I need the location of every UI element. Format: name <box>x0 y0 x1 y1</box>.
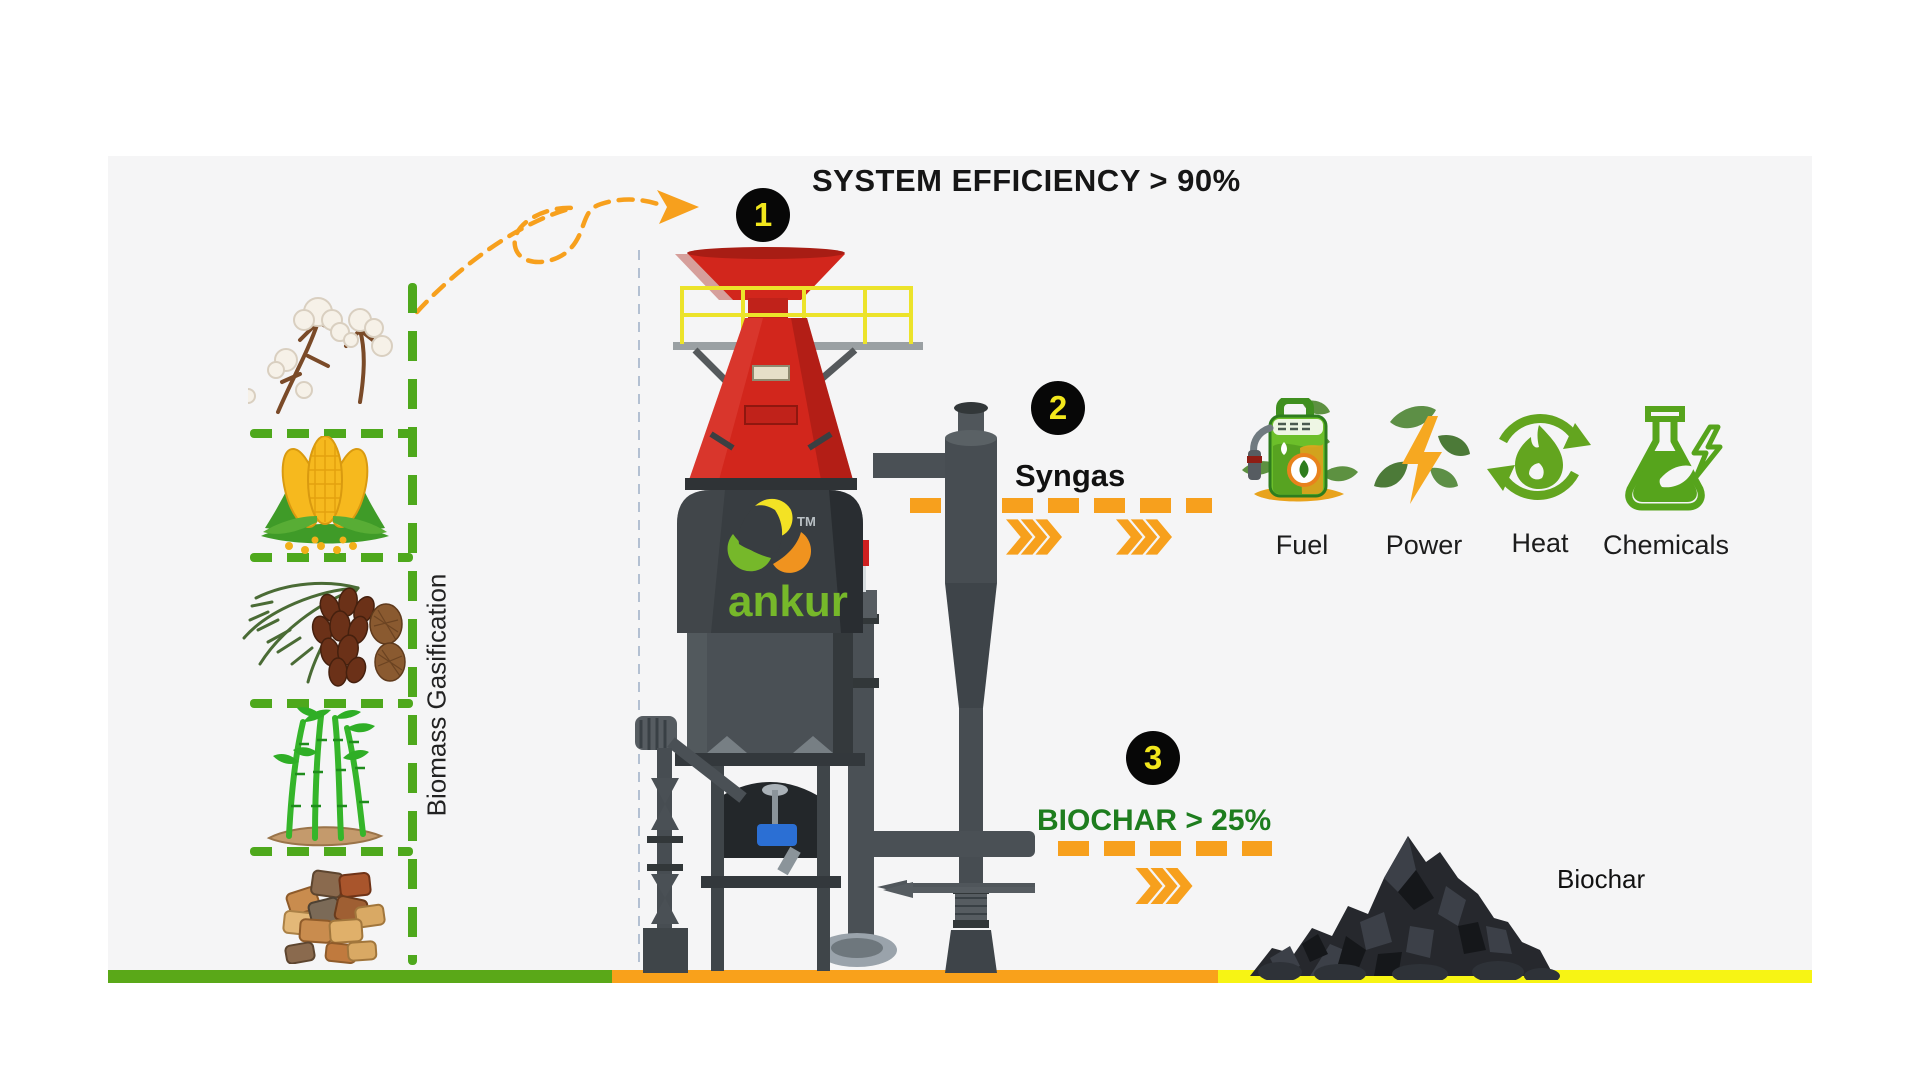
reactor-vessel: ankur TM <box>673 247 923 971</box>
wood-chips-icon <box>282 869 386 964</box>
step-1-number: 1 <box>753 196 773 233</box>
step-3-badge: 3 <box>1126 731 1180 785</box>
flow-chevrons-icon <box>1006 519 1062 555</box>
axis-label: Biomass Gasification <box>421 573 452 817</box>
date-palm-icon <box>242 581 406 687</box>
biochar-pile-label: Biochar <box>1557 864 1646 894</box>
step-1-badge: 1 <box>736 188 790 242</box>
output-label-power: Power <box>1385 530 1463 560</box>
biochar-heading: BIOCHAR > 25% <box>1037 804 1272 837</box>
bottom-bar-orange <box>612 970 1218 983</box>
step-3-number: 3 <box>1143 739 1163 776</box>
gasifier-machine: ankur TM <box>635 247 1035 973</box>
divider-dashed <box>250 429 413 438</box>
biochar-outlet-pipe <box>851 831 1035 857</box>
output-label-fuel: Fuel <box>1275 530 1329 560</box>
svg-text:TM: TM <box>797 514 816 529</box>
fuel-icon <box>1242 398 1358 502</box>
output-label-chemicals: Chemicals <box>1602 530 1730 560</box>
step-2-number: 2 <box>1048 389 1068 426</box>
flow-chevrons-icon <box>1116 519 1172 555</box>
machine-centerline <box>638 250 640 965</box>
bottom-bar-green <box>108 970 612 983</box>
page-title: SYSTEM EFFICIENCY > 90% <box>812 163 1241 198</box>
heat-icon <box>1487 414 1591 500</box>
ankur-logo: ankur TM <box>727 498 848 626</box>
syngas-label: Syngas <box>1015 458 1126 493</box>
feed-arrow-icon <box>414 190 699 315</box>
power-icon <box>1374 406 1470 504</box>
biochar-flow-line <box>1058 841 1272 856</box>
divider-dashed <box>250 847 413 856</box>
step-2-badge: 2 <box>1031 381 1085 435</box>
corn-icon <box>261 436 389 554</box>
svg-text:ankur: ankur <box>728 577 848 626</box>
biochar-pile-icon <box>1250 836 1560 980</box>
chemicals-icon <box>1625 406 1723 511</box>
divider-dashed <box>250 699 413 708</box>
flow-chevrons-icon <box>1135 868 1193 904</box>
cotton-icon <box>248 297 393 414</box>
bamboo-icon <box>266 707 384 847</box>
blower-assembly <box>635 716 1035 973</box>
divider-dashed <box>250 553 413 562</box>
feedstock-axis-line <box>408 283 417 965</box>
output-label-heat: Heat <box>1511 528 1569 558</box>
